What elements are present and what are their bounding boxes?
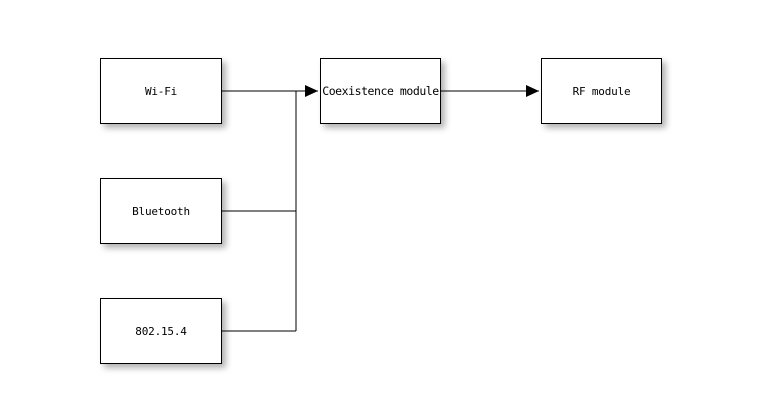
node-wifi-label: Wi-Fi — [144, 84, 178, 98]
node-bluetooth-label: Bluetooth — [132, 204, 190, 218]
node-bluetooth[interactable]: Bluetooth — [100, 178, 222, 244]
node-coexistence-module-label: Coexistence module — [322, 83, 439, 98]
arrowhead-coexistence-input — [305, 85, 318, 97]
node-rf-module[interactable]: RF module — [541, 58, 662, 124]
node-802154-label: 802.15.4 — [135, 324, 187, 338]
node-wifi[interactable]: Wi-Fi — [100, 58, 222, 124]
node-rf-module-label: RF module — [572, 84, 631, 98]
node-802154[interactable]: 802.15.4 — [100, 298, 222, 364]
node-coexistence-module[interactable]: Coexistence module — [320, 58, 441, 124]
arrowhead-rf-input — [526, 85, 539, 97]
